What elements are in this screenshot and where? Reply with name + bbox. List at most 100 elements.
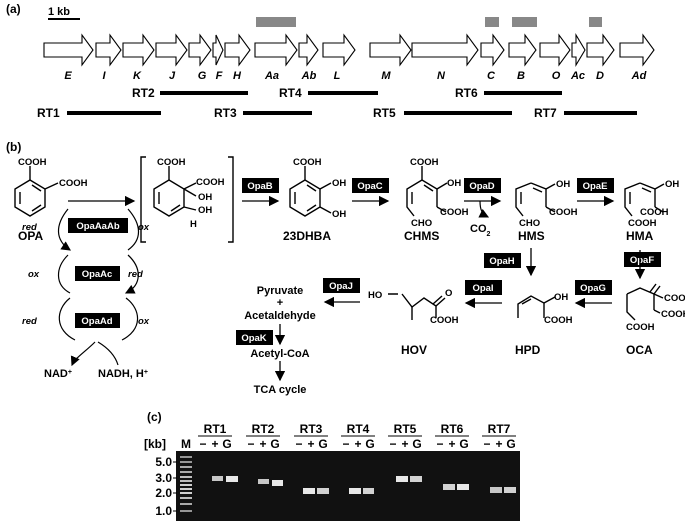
gene-arrow-Ac: [571, 33, 586, 67]
product-plus: +: [277, 297, 283, 309]
gene-arrow-Ab: [298, 33, 319, 67]
enzyme-opaf-label: OpaF: [630, 255, 654, 266]
gene-arrow-C: [480, 33, 505, 67]
opa-cooh-2: COOH: [59, 178, 88, 189]
enzyme-opab: [242, 178, 279, 193]
gene-arrows: [43, 33, 655, 67]
enzyme-opak: [236, 330, 273, 345]
gene-label-J: J: [169, 70, 176, 82]
dhba-oh-2: OH: [332, 209, 346, 220]
gene-arrow-H: [224, 33, 251, 67]
enzyme-opaaaab-label: OpaAaAb: [76, 221, 119, 232]
enzyme-opak-label: OpaK: [241, 333, 266, 344]
lane-label-RT5: RT5: [394, 422, 417, 436]
dhba-oh-1: OH: [332, 178, 346, 189]
compound-opa: OPA: [18, 229, 43, 243]
product-acetylcoa: Acetyl-CoA: [250, 348, 309, 360]
compound-hma: HMA: [626, 229, 654, 243]
probe-box: [485, 17, 499, 27]
structure-chms: [406, 166, 448, 217]
lane-label-RT2: RT2: [252, 422, 275, 436]
lane-symbol: G: [506, 437, 515, 451]
enzyme-opai: [465, 280, 502, 295]
gene-label-F: F: [216, 70, 223, 82]
gene-label-N: N: [437, 70, 446, 82]
lane-label-RT7: RT7: [488, 422, 511, 436]
redox-red-1: red: [22, 222, 37, 233]
redox-ox-3: ox: [138, 316, 150, 327]
gene-arrow-K: [122, 33, 155, 67]
structure-23dhba: [289, 166, 332, 217]
gene-label-M: M: [381, 70, 391, 82]
compound-hov: HOV: [401, 343, 427, 357]
lane-symbol: G: [412, 437, 421, 451]
oca-cooh-1: COOH: [664, 293, 685, 304]
lane-symbol: −: [295, 437, 302, 451]
gene-arrow-D: [586, 33, 615, 67]
gene-label-Ad: Ad: [631, 70, 647, 82]
hms-cho: CHO: [519, 218, 540, 229]
gene-label-D: D: [596, 70, 604, 82]
arrow-co2: [478, 200, 490, 218]
lane-symbol: G: [222, 437, 231, 451]
gel-marker-lane: [180, 456, 192, 512]
lane-symbol: +: [354, 437, 361, 451]
size-tick-3.0: 3.0: [155, 471, 172, 485]
gene-arrow-M: [369, 33, 412, 67]
gene-arrow-Ad: [619, 33, 655, 67]
redox-red-3: red: [22, 316, 37, 327]
enzyme-opag-label: OpaG: [580, 283, 606, 294]
dihydrodiol-oh-2: OH: [198, 205, 212, 216]
scale-label: 1 kb: [48, 6, 70, 18]
lane-symbol: −: [247, 437, 254, 451]
kb-label: [kb]: [144, 437, 166, 451]
panel-a-label: (a): [6, 2, 21, 16]
redox-ox-2: ox: [28, 269, 40, 280]
enzyme-opag: [575, 280, 612, 295]
size-tick-5.0: 5.0: [155, 455, 172, 469]
lane-label-RT1: RT1: [204, 422, 227, 436]
gene-arrow-G: [188, 33, 212, 67]
cofactor-nad: NAD+: [44, 368, 72, 380]
redox-cycles: [57, 208, 140, 367]
size-tick-1.0: 1.0: [155, 504, 172, 518]
enzyme-opae: [577, 178, 614, 193]
gene-label-K: K: [133, 70, 142, 82]
lane-symbol: −: [199, 437, 206, 451]
hpd-cooh: COOH: [544, 315, 573, 326]
chms-oh: OH: [447, 178, 461, 189]
gene-arrow-N: [411, 33, 479, 67]
compound-chms: CHMS: [404, 229, 439, 243]
enzyme-opab-label: OpaB: [247, 181, 272, 192]
redox-red-2: red: [128, 269, 143, 280]
hov-ho: HO: [368, 290, 382, 301]
enzyme-opaad-label: OpaAd: [81, 316, 112, 327]
hma-cooh-2: COOH: [628, 218, 657, 229]
gene-label-C: C: [487, 70, 496, 82]
lane-symbol: +: [401, 437, 408, 451]
chms-cooh-1: COOH: [410, 157, 439, 168]
hov-o: O: [445, 288, 452, 299]
compound-oca: OCA: [626, 343, 653, 357]
structure-oca: [626, 283, 664, 321]
hov-cooh: COOH: [430, 315, 459, 326]
hma-cooh-1: COOH: [640, 207, 669, 218]
probe-box: [512, 17, 537, 27]
enzyme-opaac: [75, 266, 120, 281]
bracket-left: [140, 156, 146, 243]
gene-arrow-I: [95, 33, 122, 67]
panel-b-label: (b): [6, 140, 21, 154]
lane-symbols: −+G−+G−+G−+G−+G−+G−+G: [199, 437, 515, 451]
dhba-cooh: COOH: [293, 157, 322, 168]
rt-label-RT3: RT3: [214, 106, 237, 120]
enzyme-opad-label: OpaD: [469, 181, 494, 192]
lane-symbol: G: [365, 437, 374, 451]
lane-label-RT6: RT6: [441, 422, 464, 436]
enzyme-opae-label: OpaE: [583, 181, 608, 192]
lane-symbol: +: [259, 437, 266, 451]
enzyme-opah-label: OpaH: [489, 256, 514, 267]
size-tick-2.0: 2.0: [155, 486, 172, 500]
cofactor-nadh: NADH, H+: [98, 368, 148, 380]
gene-arrow-O: [539, 33, 571, 67]
